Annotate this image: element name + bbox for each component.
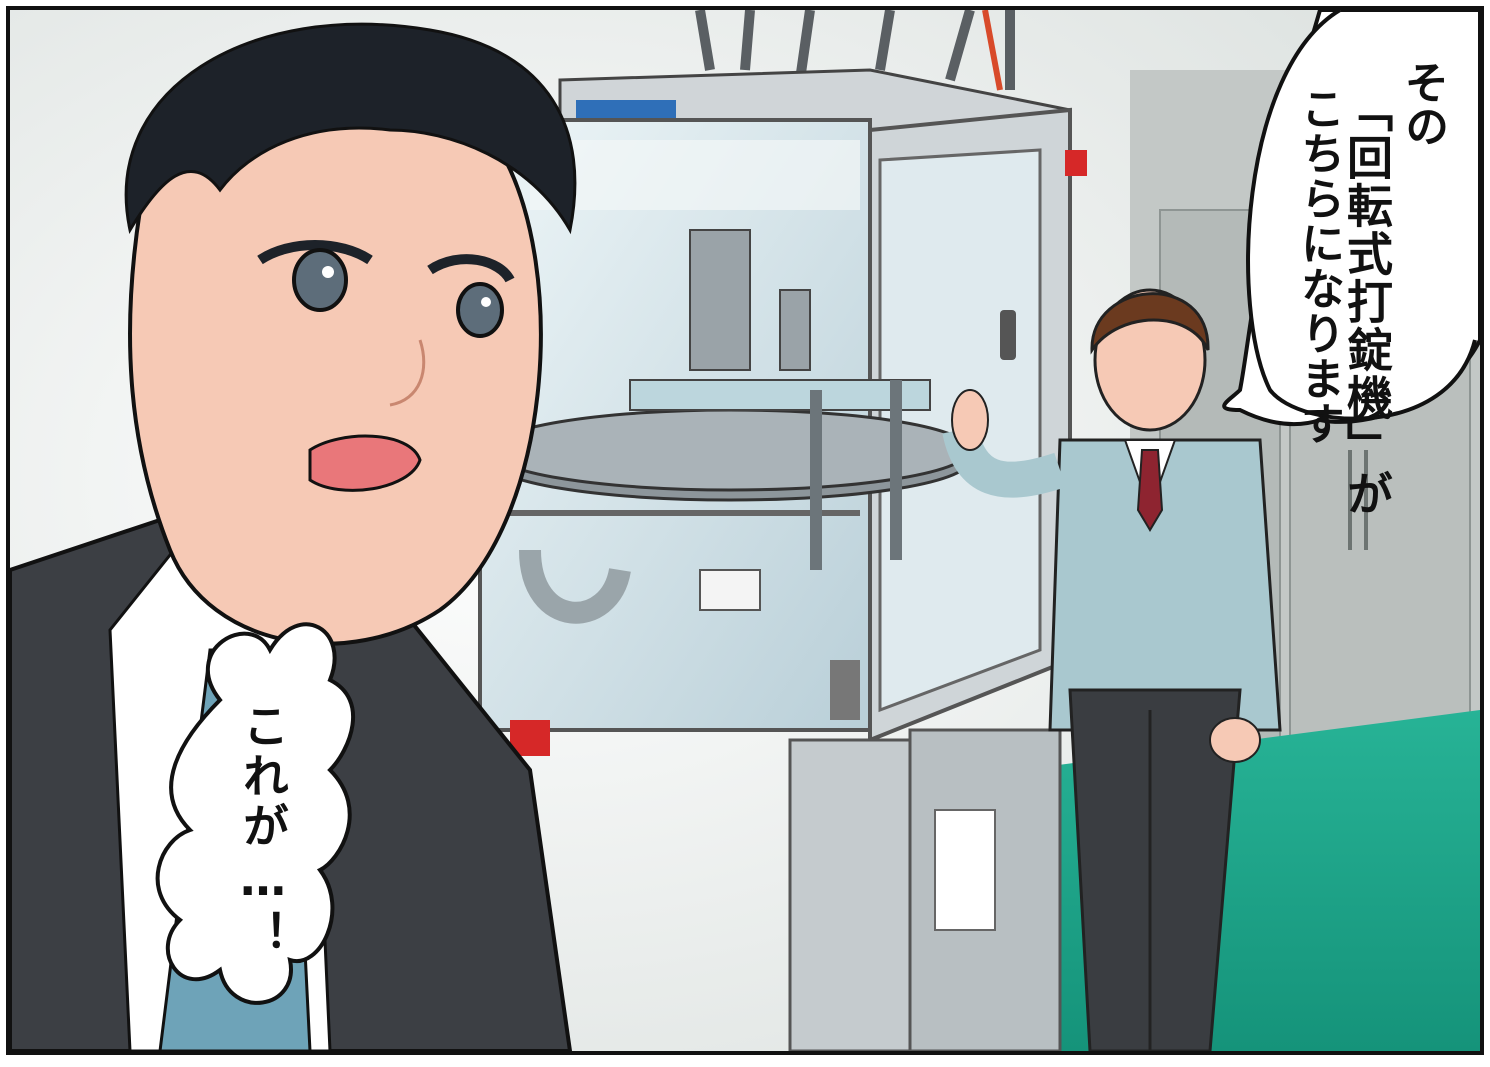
tablet-press-machine-icon	[478, 10, 1087, 1051]
worker-illustration	[942, 288, 1282, 1051]
speech-highlight-term: 「回転式打錠機」	[1340, 86, 1394, 470]
speech-line-1: その	[1397, 60, 1448, 148]
speech-line-2-tail: が	[1340, 470, 1394, 518]
manga-scene-illustration	[10, 10, 1480, 1051]
speech-line-3: こちらになります	[1293, 86, 1344, 446]
manga-panel: その 「回転式打錠機」が こちらになります これが…！	[6, 6, 1484, 1055]
thought-text: これが…！	[236, 702, 290, 960]
speech-line-2: 「回転式打錠機」が	[1340, 86, 1394, 518]
thought-bubble-icon	[155, 622, 356, 1005]
